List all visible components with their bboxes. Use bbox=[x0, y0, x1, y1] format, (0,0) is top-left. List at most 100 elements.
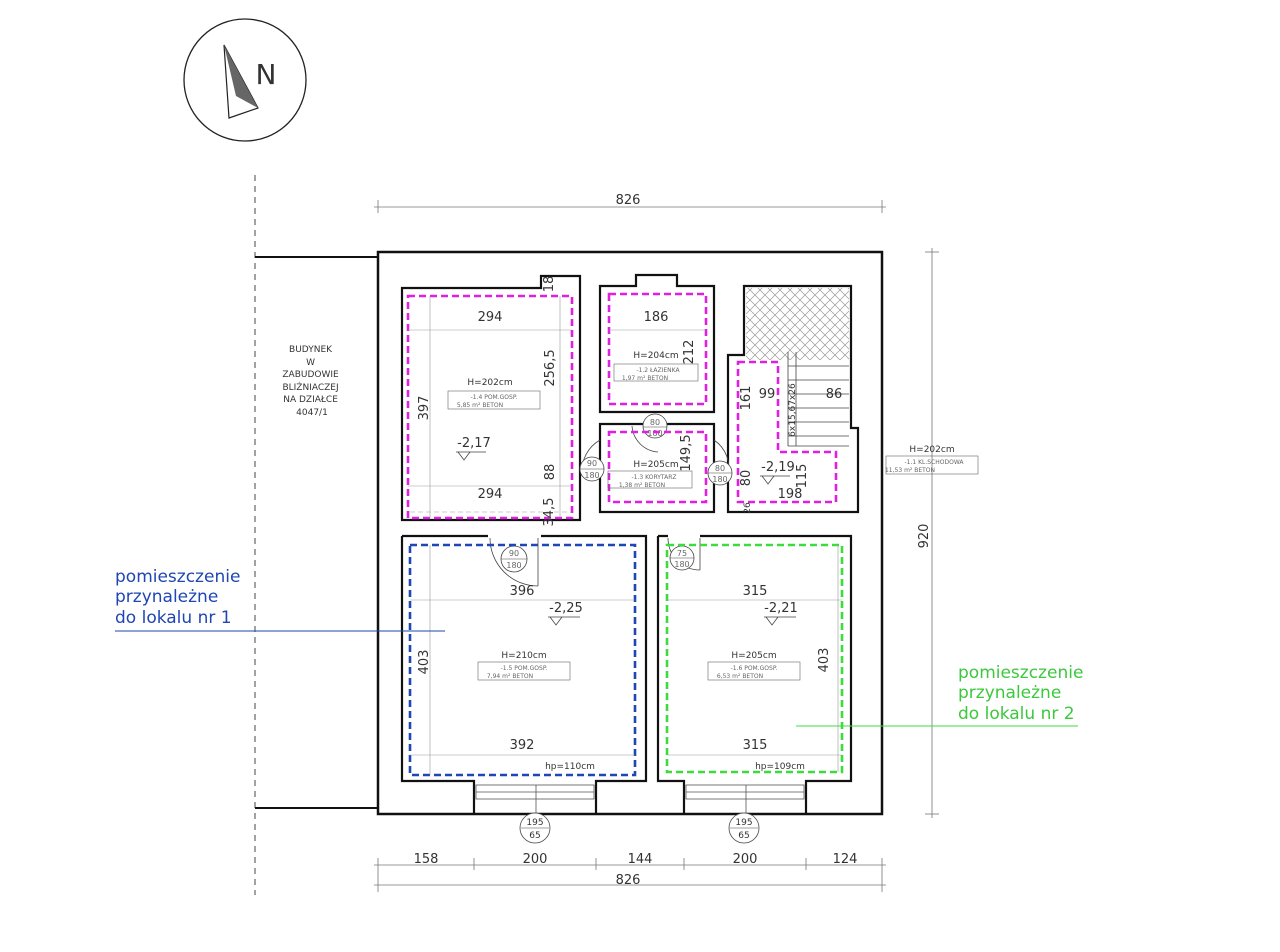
stair-hatch-area bbox=[746, 288, 849, 360]
room-1-5-dim-left: 403 bbox=[417, 650, 432, 675]
room-1-4-height: H=202cm bbox=[467, 378, 512, 388]
note-unit-1-text: pomieszczenie przynależne do lokalu nr 1 bbox=[115, 567, 246, 628]
stair-dim-26: 26 bbox=[743, 502, 753, 514]
windows bbox=[475, 784, 805, 814]
room-1-6-stamp bbox=[707, 661, 801, 681]
room-1-5-labels: 396 392 403 -2,25 H=210cm -1.5 POM.GOSP.… bbox=[417, 584, 595, 772]
level-marker-icon bbox=[548, 616, 580, 626]
room-1-3-code: -1.3 KORYTARZ bbox=[632, 474, 677, 481]
dim-bottom-seg-1: 158 bbox=[414, 852, 439, 867]
room-1-5-code: -1.5 POM.GOSP. bbox=[501, 665, 548, 672]
room-1-2-labels: 186 212 H=204cm -1.2 ŁAZIENKA 1,97 m² BE… bbox=[613, 310, 699, 382]
room-1-4-dim-right-low: 88 bbox=[543, 464, 558, 481]
room-1-5-area: 7,94 m² BETON bbox=[487, 673, 533, 680]
room-1-5-stamp bbox=[477, 661, 571, 681]
svg-text:180: 180 bbox=[674, 560, 689, 569]
outline-room-1-5 bbox=[408, 543, 637, 777]
stair-hatch bbox=[746, 288, 849, 360]
room-1-3-height: H=205cm bbox=[633, 460, 678, 470]
note-unit-2: pomieszczenie przynależne do lokalu nr 2 bbox=[796, 663, 1083, 727]
dimension-lines bbox=[374, 200, 939, 892]
highlight-outlines bbox=[406, 292, 844, 777]
room-1-4-dim-bottom: 294 bbox=[478, 487, 503, 502]
room-1-2-code: -1.2 ŁAZIENKA bbox=[636, 367, 680, 374]
window-tag-1: 195 65 bbox=[519, 812, 551, 844]
svg-text:80: 80 bbox=[650, 418, 660, 427]
level-marker-icon bbox=[764, 616, 796, 626]
wall-stair-room bbox=[726, 284, 860, 514]
room-1-5-sill: hp=110cm bbox=[545, 762, 595, 772]
svg-text:90: 90 bbox=[509, 549, 519, 558]
room-1-5-height: H=210cm bbox=[501, 651, 546, 661]
dim-bottom-total: 826 bbox=[616, 873, 641, 888]
door-tag-5: 75 180 bbox=[669, 545, 695, 571]
svg-text:75: 75 bbox=[677, 549, 687, 558]
note-unit-1: pomieszczenie przynależne do lokalu nr 1 bbox=[115, 567, 445, 632]
stair-dim-161: 161 bbox=[739, 386, 754, 411]
neighbor-building: BUDYNEK W ZABUDOWIE BLIŹNIACZEJ NA DZIAŁ… bbox=[254, 175, 378, 895]
compass-circle bbox=[183, 18, 307, 142]
window-tag-2: 195 65 bbox=[728, 812, 760, 844]
window-1-height: 65 bbox=[529, 831, 540, 841]
stair-dim-86: 86 bbox=[826, 387, 843, 402]
dim-top-total: 826 bbox=[616, 193, 641, 208]
svg-text:90: 90 bbox=[587, 459, 597, 468]
room-1-6-area: 6,53 m² BETON bbox=[717, 673, 763, 680]
room-1-2-area: 1,97 m² BETON bbox=[622, 375, 668, 382]
stair-stamp bbox=[885, 455, 979, 475]
stair-dim-198: 198 bbox=[778, 487, 803, 502]
stair-level: -2,19 bbox=[761, 460, 795, 475]
inner-dimension-lines bbox=[408, 296, 842, 775]
north-label: N bbox=[256, 58, 277, 91]
room-1-6-labels: 315 315 403 -2,21 H=205cm -1.6 POM.GOSP.… bbox=[707, 584, 832, 772]
level-marker-icon bbox=[760, 475, 790, 485]
wall-room-1-6 bbox=[656, 534, 853, 814]
level-marker-icon bbox=[456, 451, 486, 461]
door-tag-1: 90 180 bbox=[579, 456, 605, 482]
stair-code: -1.1 KL.SCHODOWA bbox=[904, 459, 964, 466]
room-1-4-level: -2,17 bbox=[457, 436, 491, 451]
door-tag-4: 80 180 bbox=[707, 460, 733, 486]
dim-bottom-seg-2: 200 bbox=[523, 852, 548, 867]
outline-room-1-3 bbox=[607, 430, 708, 504]
svg-text:180: 180 bbox=[647, 429, 662, 438]
stair-dim-99: 99 bbox=[759, 387, 776, 402]
door-tag-3: 80 180 bbox=[642, 413, 668, 439]
room-1-4-dim-top: 294 bbox=[478, 310, 503, 325]
room-1-6-sill: hp=109cm bbox=[755, 762, 805, 772]
room-1-3-area: 1,38 m² BETON bbox=[619, 482, 665, 489]
dim-bottom-seg-3: 144 bbox=[628, 852, 653, 867]
wall-room-1-3 bbox=[598, 422, 716, 514]
room-1-6-dim-right: 403 bbox=[817, 648, 832, 673]
neighbor-building-label: BUDYNEK W ZABUDOWIE BLIŹNIACZEJ NA DZIAŁ… bbox=[282, 345, 341, 418]
stair-room-labels: 99 86 161 80 115 198 26 6x15,67x26 -2,19… bbox=[739, 383, 979, 514]
north-arrow-shade bbox=[224, 45, 258, 108]
stair-dim-80: 80 bbox=[739, 470, 754, 487]
window-2-height: 65 bbox=[738, 831, 749, 841]
room-1-4-area: 5,85 m² BETON bbox=[457, 402, 503, 409]
room-1-3-stamp bbox=[607, 470, 693, 489]
svg-text:80: 80 bbox=[715, 464, 725, 473]
room-1-5-level: -2,25 bbox=[549, 601, 583, 616]
room-1-2-stamp bbox=[613, 363, 699, 382]
outline-room-1-4 bbox=[406, 294, 574, 520]
room-1-4-dim-left: 397 bbox=[417, 396, 432, 421]
wall-room-1-2 bbox=[598, 273, 716, 414]
north-compass: N bbox=[183, 18, 307, 142]
room-1-6-dim-top: 315 bbox=[743, 584, 768, 599]
room-1-3-labels: 149,5 H=205cm -1.3 KORYTARZ 1,38 m² BETO… bbox=[607, 434, 694, 489]
room-1-5-dim-top: 396 bbox=[510, 584, 535, 599]
svg-text:180: 180 bbox=[712, 475, 727, 484]
outline-room-1-6 bbox=[665, 543, 844, 774]
svg-text:180: 180 bbox=[584, 471, 599, 480]
room-1-4-labels: 294 294 397 256,5 88 18 34,5 H=202cm -1.… bbox=[417, 276, 558, 527]
room-1-6-level: -2,21 bbox=[764, 601, 798, 616]
stair-area: 11,53 m² BETON bbox=[885, 467, 935, 474]
dim-bottom-seg-5: 124 bbox=[833, 852, 858, 867]
room-1-4-dim-right: 256,5 bbox=[543, 349, 558, 386]
wall-room-1-4 bbox=[400, 274, 582, 522]
room-1-4-code: -1.4 POM.GOSP. bbox=[471, 394, 518, 401]
room-1-4-dim-small-bottom: 34,5 bbox=[542, 498, 557, 527]
room-1-4-stamp bbox=[447, 390, 541, 410]
